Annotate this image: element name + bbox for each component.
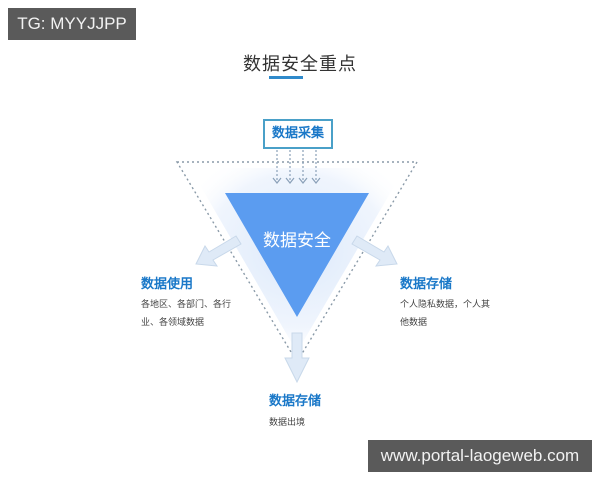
output-right-heading: 数据存储 bbox=[400, 277, 453, 292]
watermark-top: TG: MYYJJPP bbox=[8, 8, 136, 40]
desc-line: 个人隐私数据，个人其 bbox=[400, 300, 491, 310]
core-triangle bbox=[225, 193, 369, 317]
watermark-bottom: www.portal-laogeweb.com bbox=[368, 440, 592, 472]
core-label: 数据安全 bbox=[263, 231, 331, 251]
input-arrows-icon bbox=[272, 150, 321, 184]
desc-line: 各地区、各部门、各行 bbox=[141, 300, 232, 310]
page-title: 数据安全重点 bbox=[243, 54, 357, 75]
desc-line: 业、各领域数据 bbox=[141, 318, 205, 328]
arrow-down-right-icon bbox=[351, 235, 398, 267]
arrow-down-icon bbox=[284, 332, 310, 384]
output-right-description: 个人隐私数据，个人其 他数据 bbox=[400, 296, 500, 332]
data-collection-box: 数据采集 bbox=[263, 119, 333, 149]
output-bottom-heading: 数据存储 bbox=[269, 394, 322, 409]
arrow-down-left-icon bbox=[195, 235, 242, 267]
output-left-description: 各地区、各部门、各行 业、各领域数据 bbox=[141, 296, 241, 332]
title-underline bbox=[269, 76, 303, 79]
output-bottom-description: 数据出境 bbox=[269, 418, 306, 428]
output-left-heading: 数据使用 bbox=[141, 277, 194, 292]
outer-dotted-triangle bbox=[175, 161, 419, 364]
desc-line: 他数据 bbox=[400, 318, 428, 328]
